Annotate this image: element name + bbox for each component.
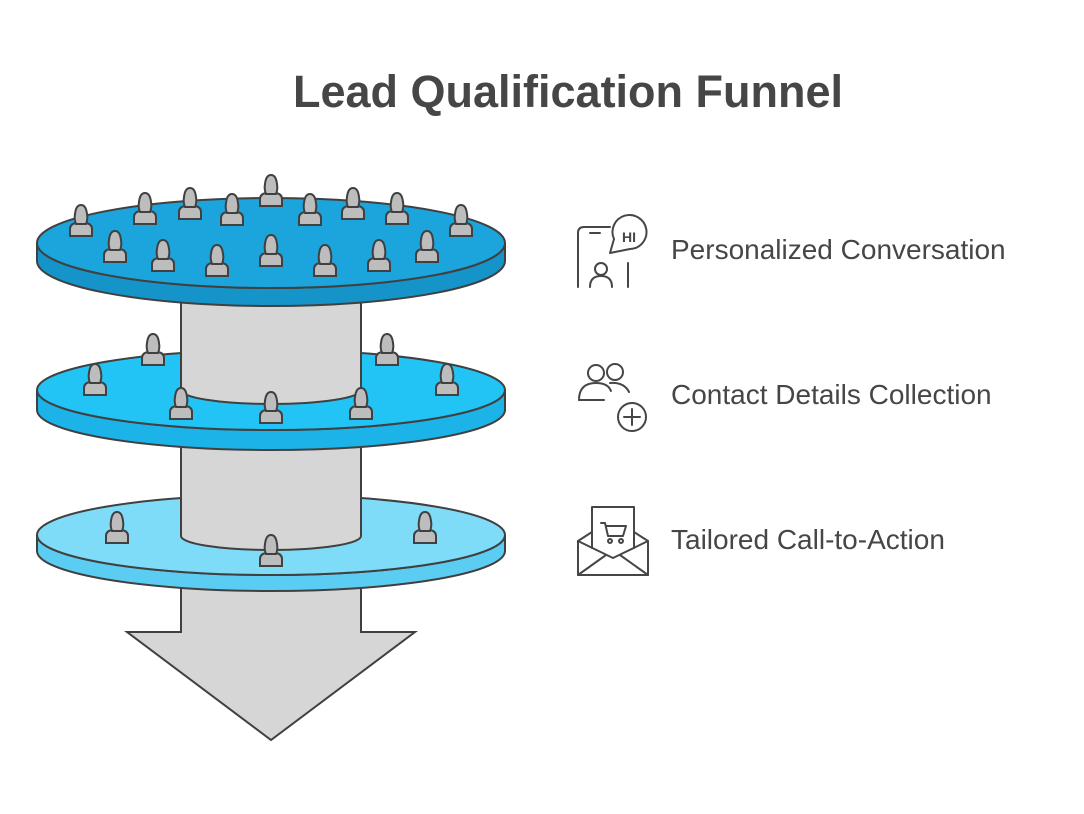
svg-text:HI: HI xyxy=(622,229,636,245)
stage-2-row: Contact Details Collection xyxy=(574,358,1074,438)
stage-2-label: Contact Details Collection xyxy=(671,379,992,410)
stage-3-row: Tailored Call-to-Action xyxy=(574,503,1074,583)
stage-1-row: HI Personalized Conversation xyxy=(574,213,1074,293)
stage-3-label: Tailored Call-to-Action xyxy=(671,524,945,555)
lead-person-icon xyxy=(259,174,283,207)
lead-person-icon xyxy=(141,333,165,366)
envelope-cart-icon xyxy=(577,506,649,576)
lead-person-icon xyxy=(375,333,399,366)
page-title: Lead Qualification Funnel xyxy=(292,66,844,117)
add-contacts-icon xyxy=(578,363,647,432)
chat-hi-phone-icon: HI xyxy=(577,214,648,288)
stage-1-label: Personalized Conversation xyxy=(671,234,1006,265)
funnel-down-arrow xyxy=(124,587,418,742)
